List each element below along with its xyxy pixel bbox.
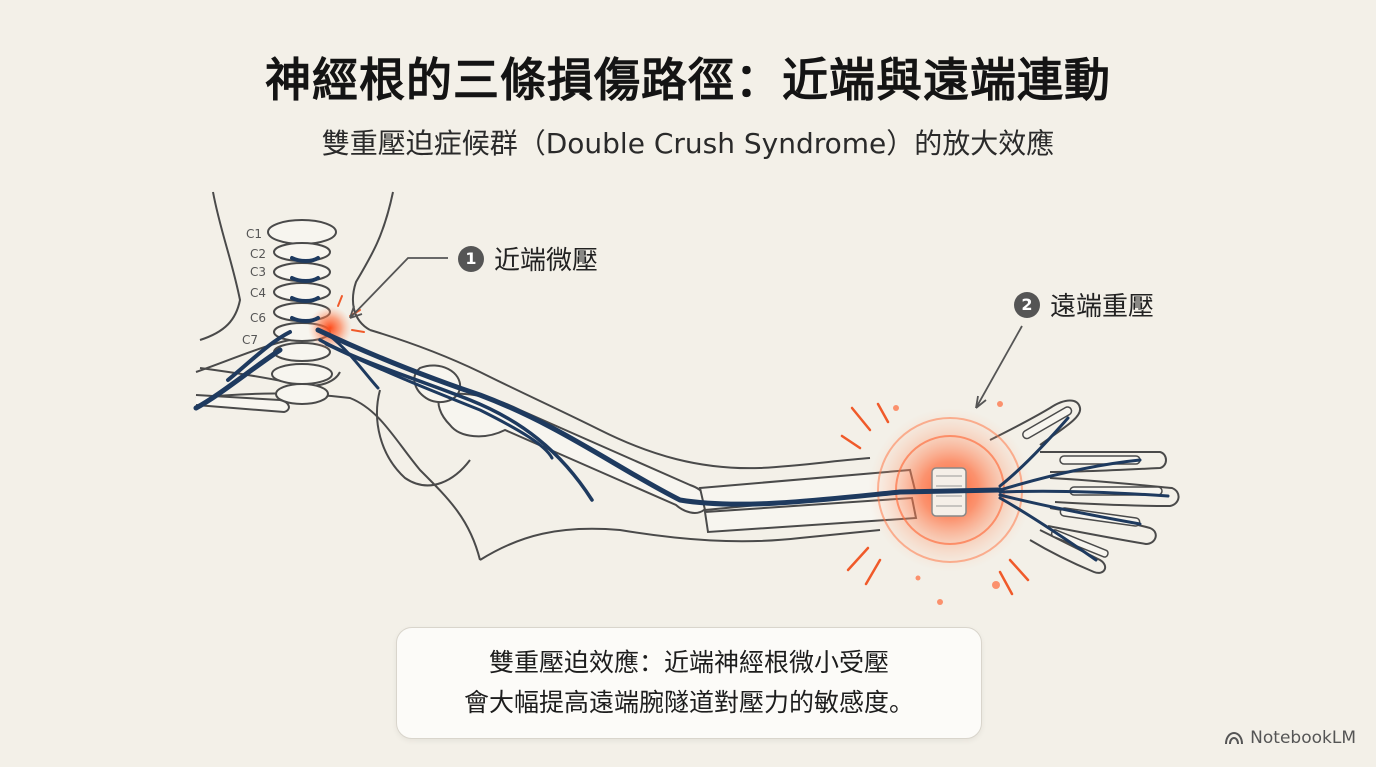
vertebra-label: C6 [250,311,266,325]
vertebra-label: C1 [246,227,262,241]
neck-outline [199,191,394,341]
page-subtitle: 雙重壓迫症候群（Double Crush Syndrome）的放大效應 [321,127,1055,160]
callout-arrow-2 [975,325,1023,409]
brand-watermark: NotebookLM [1224,728,1356,748]
caption-line-1: 雙重壓迫效應：近端神經根微小受壓 [488,648,889,677]
callout-proximal: 1 近端微壓 [458,240,598,277]
callout-arrow-1 [349,257,448,319]
callout-distal: 2 遠端重壓 [1014,286,1154,323]
caption-box: 雙重壓迫效應：近端神經根微小受壓 會大幅提高遠端腕隧道對壓力的敏感度。 [396,627,982,739]
number-badge-2: 2 [1014,291,1040,318]
caption-line-2: 會大幅提高遠端腕隧道對壓力的敏感度。 [463,688,914,717]
notebooklm-logo-icon [1225,731,1244,745]
vertebra-label: C2 [250,247,266,261]
vertebra-label: C7 [242,333,258,347]
arm-outline [195,329,881,561]
pain-rays [840,402,1030,596]
vertebra-label: C3 [250,265,266,279]
page-title: 神經根的三條損傷路徑：近端與遠端連動 [265,53,1111,107]
callout-proximal-text: 近端微壓 [494,246,599,276]
brand-name: NotebookLM [1250,728,1356,748]
vertebra-labels: C1 C2 C3 C4 C6 C7 [242,227,266,347]
callout-distal-text: 遠端重壓 [1050,292,1155,322]
nerve-pathway [193,256,1170,562]
vertebra-label: C4 [250,286,266,300]
number-badge-1: 1 [458,245,484,272]
